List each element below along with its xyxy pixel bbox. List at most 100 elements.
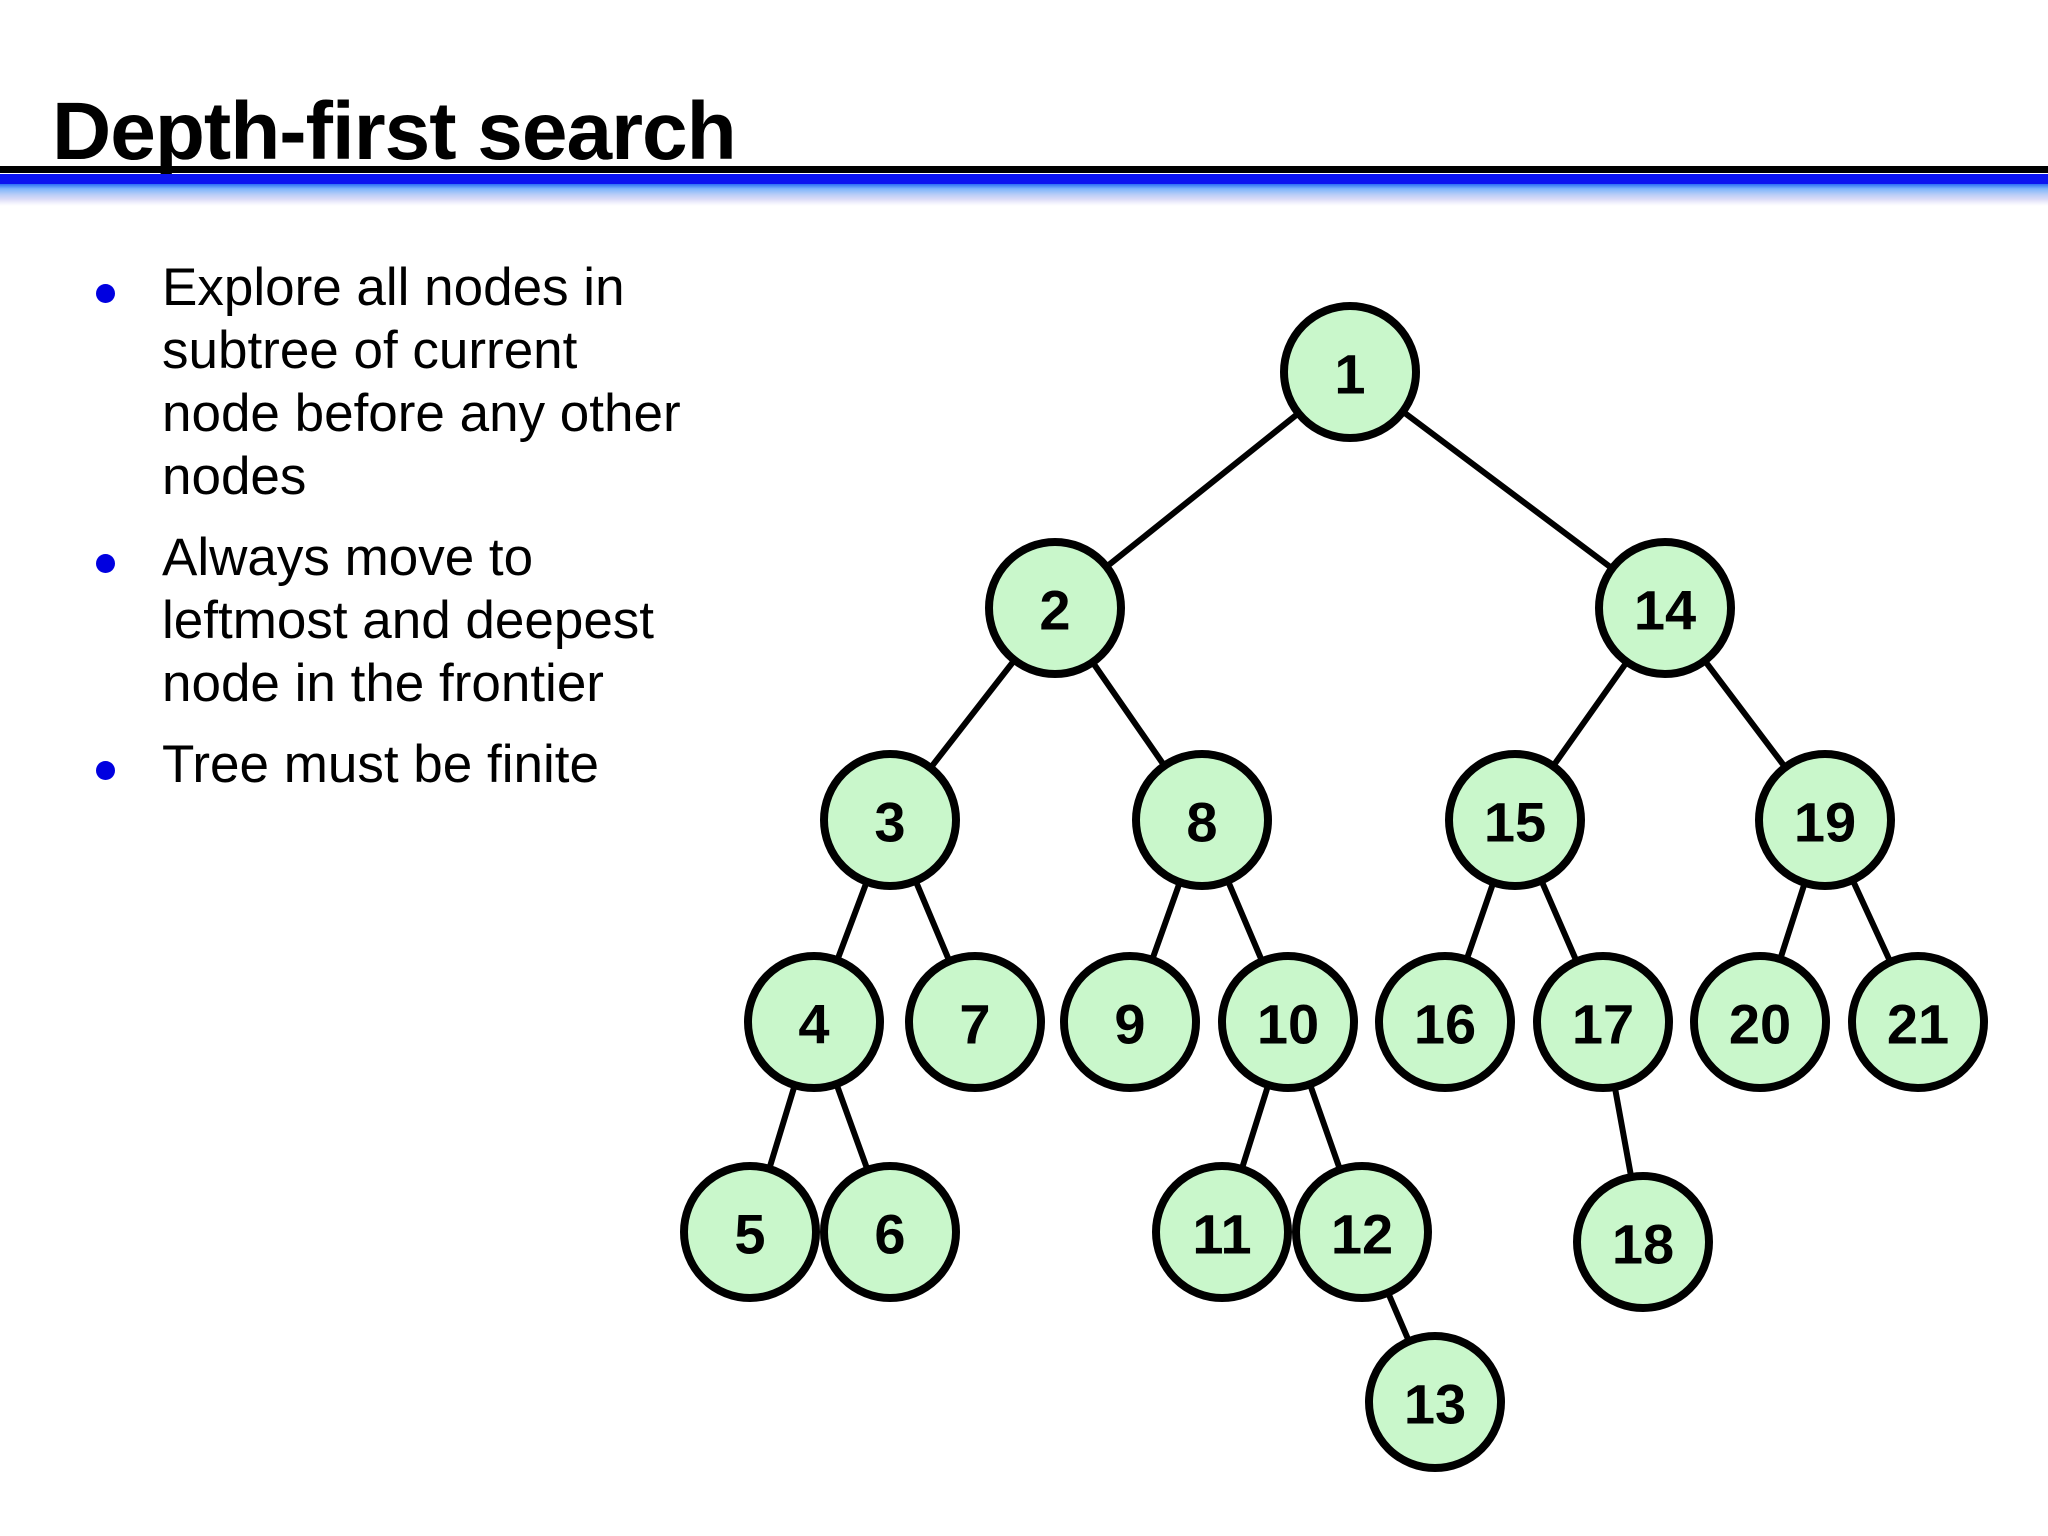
tree-node-label-10: 10 xyxy=(1257,993,1319,1056)
bullet-text: Always move to leftmost and deepest node… xyxy=(162,528,655,714)
tree-node-circle-6 xyxy=(820,1162,960,1302)
tree-node-circle-14 xyxy=(1595,538,1735,678)
list-item: Tree must be finite xyxy=(84,733,704,796)
tree-node-label-12: 12 xyxy=(1331,1203,1393,1266)
tree-node-7[interactable]: 7 xyxy=(905,952,1045,1092)
tree-node-circle-15 xyxy=(1445,750,1585,890)
tree-node-21[interactable]: 21 xyxy=(1848,952,1988,1092)
tree-node-11[interactable]: 11 xyxy=(1152,1162,1292,1302)
tree-edge-1-14 xyxy=(1397,406,1618,574)
tree-edge-3-7 xyxy=(911,875,954,967)
tree-edge-2-3 xyxy=(925,654,1020,774)
divider-fade-gradient xyxy=(0,184,2048,206)
tree-node-circle-2 xyxy=(985,538,1125,678)
tree-edge-group xyxy=(765,406,1895,1348)
list-item: Explore all nodes in subtree of current … xyxy=(84,256,704,508)
bullet-list: Explore all nodes in subtree of current … xyxy=(84,256,704,815)
tree-edge-12-13 xyxy=(1383,1286,1414,1348)
tree-node-15[interactable]: 15 xyxy=(1445,750,1585,890)
tree-node-2[interactable]: 2 xyxy=(985,538,1125,678)
tree-node-label-11: 11 xyxy=(1192,1203,1251,1266)
tree-edge-15-16 xyxy=(1462,876,1498,966)
tree-edge-10-11 xyxy=(1237,1079,1273,1175)
tree-edge-4-5 xyxy=(765,1079,799,1175)
tree-node-17[interactable]: 17 xyxy=(1533,952,1673,1092)
tree-edge-8-10 xyxy=(1223,874,1267,968)
tree-node-1[interactable]: 1 xyxy=(1280,302,1420,442)
tree-node-8[interactable]: 8 xyxy=(1132,750,1272,890)
tree-edge-14-19 xyxy=(1699,655,1791,773)
tree-node-label-18: 18 xyxy=(1612,1213,1674,1276)
tree-node-label-4: 4 xyxy=(798,993,829,1056)
tree-node-6[interactable]: 6 xyxy=(820,1162,960,1302)
tree-node-label-9: 9 xyxy=(1114,993,1145,1056)
tree-node-label-8: 8 xyxy=(1186,791,1217,854)
tree-node-circle-4 xyxy=(744,952,884,1092)
tree-node-circle-9 xyxy=(1060,952,1200,1092)
tree-edge-10-12 xyxy=(1305,1078,1345,1176)
tree-node-20[interactable]: 20 xyxy=(1690,952,1830,1092)
tree-node-19[interactable]: 19 xyxy=(1755,750,1895,890)
tree-edge-14-15 xyxy=(1548,656,1632,772)
tree-node-13[interactable]: 13 xyxy=(1365,1332,1505,1472)
tree-node-label-13: 13 xyxy=(1404,1373,1466,1436)
bullet-dot-icon xyxy=(96,761,115,781)
tree-edge-19-20 xyxy=(1776,876,1809,966)
page-title: Depth-first search xyxy=(52,85,737,177)
tree-node-10[interactable]: 10 xyxy=(1218,952,1358,1092)
tree-edge-8-9 xyxy=(1148,876,1184,966)
tree-node-14[interactable]: 14 xyxy=(1595,538,1735,678)
tree-edge-3-4 xyxy=(833,875,871,967)
tree-node-18[interactable]: 18 xyxy=(1573,1172,1713,1312)
tree-node-circle-8 xyxy=(1132,750,1272,890)
tree-node-3[interactable]: 3 xyxy=(820,750,960,890)
tree-node-circle-17 xyxy=(1533,952,1673,1092)
bullet-text: Explore all nodes in subtree of current … xyxy=(162,258,681,507)
tree-node-circle-18 xyxy=(1573,1172,1713,1312)
title-divider xyxy=(0,166,2048,206)
tree-node-label-19: 19 xyxy=(1794,791,1856,854)
bullet-text: Tree must be finite xyxy=(162,735,599,795)
tree-node-label-15: 15 xyxy=(1484,791,1546,854)
divider-black-bar xyxy=(0,166,2048,173)
tree-edge-19-21 xyxy=(1848,874,1895,968)
tree-node-circle-10 xyxy=(1218,952,1358,1092)
tree-node-circle-7 xyxy=(905,952,1045,1092)
tree-node-label-1: 1 xyxy=(1334,343,1365,406)
tree-edge-2-8 xyxy=(1087,656,1170,772)
tree-node-label-20: 20 xyxy=(1729,993,1791,1056)
tree-node-circle-13 xyxy=(1365,1332,1505,1472)
tree-node-circle-16 xyxy=(1375,952,1515,1092)
tree-node-circle-19 xyxy=(1755,750,1895,890)
tree-edge-1-2 xyxy=(1101,408,1304,572)
tree-node-4[interactable]: 4 xyxy=(744,952,884,1092)
tree-node-16[interactable]: 16 xyxy=(1375,952,1515,1092)
bullet-dot-icon xyxy=(96,554,115,574)
tree-node-label-17: 17 xyxy=(1572,993,1634,1056)
tree-node-9[interactable]: 9 xyxy=(1060,952,1200,1092)
tree-node-label-3: 3 xyxy=(874,791,905,854)
tree-node-label-16: 16 xyxy=(1414,993,1476,1056)
tree-node-label-2: 2 xyxy=(1039,579,1070,642)
tree-node-circle-3 xyxy=(820,750,960,890)
tree-node-circle-1 xyxy=(1280,302,1420,442)
tree-node-circle-11 xyxy=(1152,1162,1292,1302)
tree-node-circle-12 xyxy=(1292,1162,1432,1302)
tree-node-circle-5 xyxy=(680,1162,820,1302)
tree-node-label-5: 5 xyxy=(734,1203,765,1266)
tree-node-5[interactable]: 5 xyxy=(680,1162,820,1302)
bullet-dot-icon xyxy=(96,284,115,303)
list-item: Always move to leftmost and deepest node… xyxy=(84,526,704,715)
tree-edge-4-6 xyxy=(832,1078,872,1176)
tree-node-circle-20 xyxy=(1690,952,1830,1092)
tree-node-label-14: 14 xyxy=(1634,579,1696,642)
tree-node-12[interactable]: 12 xyxy=(1292,1162,1432,1302)
tree-node-label-7: 7 xyxy=(959,993,990,1056)
tree-edge-17-18 xyxy=(1611,1080,1635,1184)
divider-blue-bar xyxy=(0,174,2048,184)
tree-node-label-21: 21 xyxy=(1887,993,1949,1056)
